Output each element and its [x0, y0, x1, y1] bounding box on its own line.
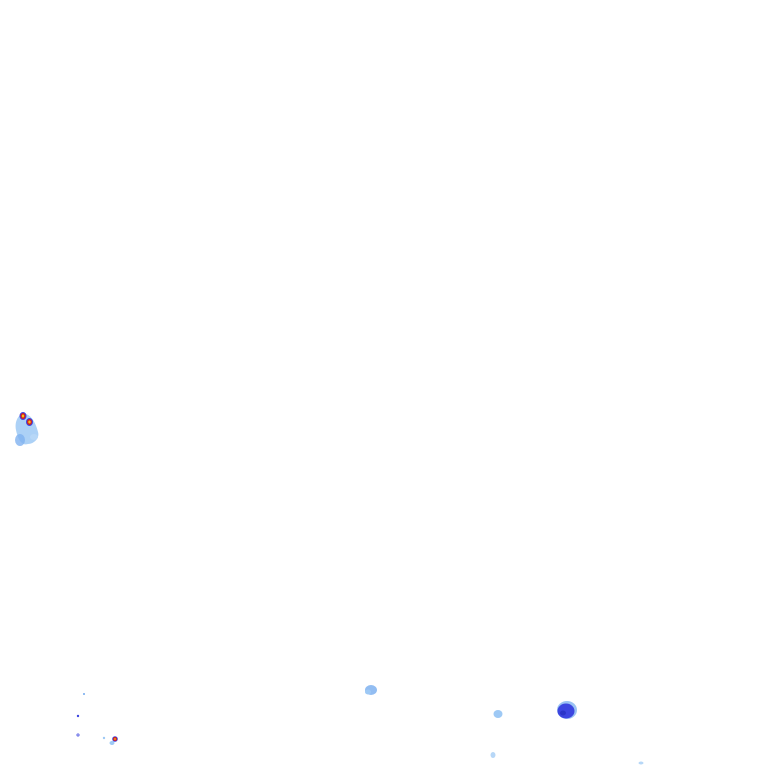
- echo-cell-southeast-small: [638, 761, 644, 765]
- echo-cell-southeast: [557, 701, 577, 719]
- echo-cell-south: [490, 710, 503, 758]
- echo-cell-west: [15, 412, 39, 446]
- echo-cell-southwest: [76, 693, 118, 745]
- echo-cell-south-central: [365, 685, 377, 695]
